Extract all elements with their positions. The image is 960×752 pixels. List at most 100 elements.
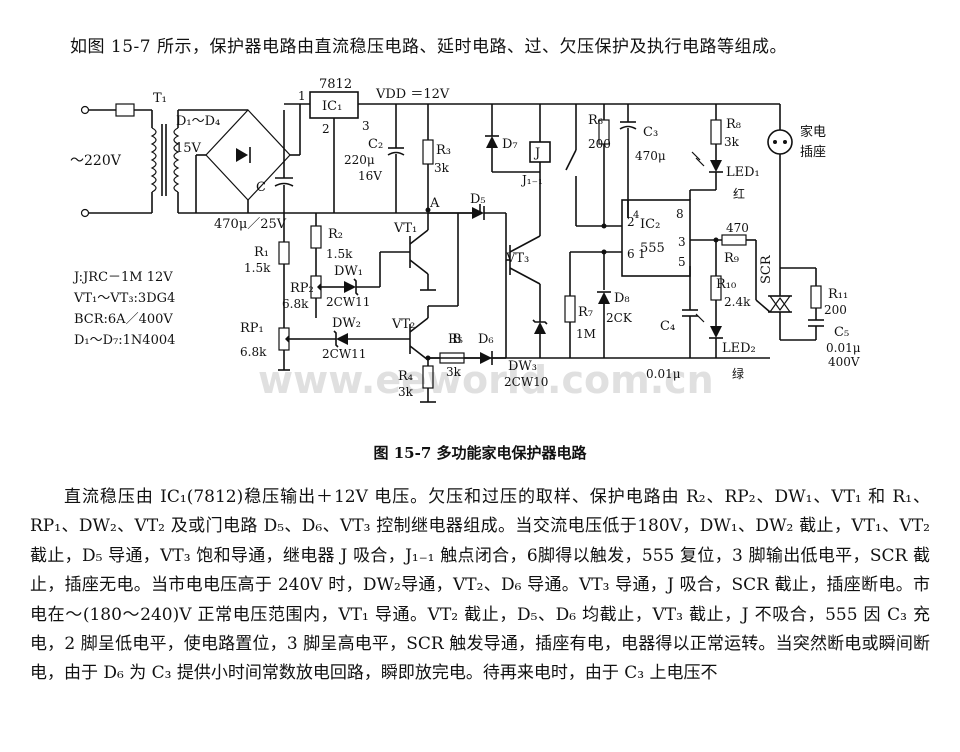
mains-input: ～220V [70,103,152,218]
c3-label: C₃ [643,125,658,140]
bridge-rectifier: D₁～D₄ [176,109,300,213]
dw2-part: 2CW11 [322,347,366,361]
led-led2: LED₂ 绿 [695,313,756,381]
bridge-label: D₁～D₄ [176,114,220,129]
capacitor-c2: C₂ 220μ 16V [344,104,405,213]
dw3-part: 2CW10 [504,375,548,389]
timer-ic2-555: IC₂ 555 2 4 8 6 1 3 5 [621,199,691,277]
capacitor-c5: C₅ 0.01μ 400V [808,319,861,369]
transformer-label: T₁ [153,91,167,106]
led1-color: 红 [733,186,745,201]
vdd-label: VDD ＝12V [375,87,450,102]
c5-label: C₅ [834,325,849,340]
potentiometer-rp2[interactable]: RP₂ 6.8k [282,275,328,318]
watermark: www.eeworld.com.cn [258,358,714,402]
socket-label-2: 插座 [800,145,826,160]
dw3-label: DW₃ [508,359,537,374]
ic2-part: 555 [640,241,665,256]
r7-value: 1M [576,327,596,341]
resistor-r7: R₇ 1M [564,252,596,358]
r3-label: R₃ [436,143,451,158]
transistor-vt1: VT₁ [393,213,429,290]
c2-value2: 16V [358,169,382,183]
resistor-r3: R₃ 3k [422,104,451,210]
transistor-vt2: VT₂ [391,213,459,366]
led2-color: 绿 [732,366,744,381]
scr-triac: SCR [755,254,792,340]
secondary-voltage: 15V [175,141,202,156]
note-4: D₁～D₇:1N4004 [74,333,175,348]
resistor-r5: R₅ 3k [428,332,480,379]
transistor-vt3: VT₃ [505,235,541,285]
resistor-r9: 470 R₉ [690,221,757,300]
node-a: A [429,196,440,211]
r5-value: 3k [446,365,462,379]
mains-label: ～220V [70,153,122,169]
c4-value: 0.01μ [646,367,681,381]
transformer: T₁ 15V [150,91,202,213]
vt1-label: VT₁ [393,221,417,236]
note-2: VT₁～VT₃:3DG4 [73,291,175,306]
r9-value: 470 [726,221,749,235]
r8-value: 3k [724,135,740,149]
led-led1: LED₁ 红 [691,151,760,201]
d5-label: D₅ [470,192,486,207]
ic2-pin6: 6 [627,247,635,261]
relay-contact-j11 [565,104,577,226]
led1-label: LED₁ [726,165,760,180]
zener-dw3: DW₃ 2CW10 [504,284,548,389]
d6-label: D₆ [478,332,494,347]
c4-label: C₄ [660,319,675,334]
r3-value: 3k [434,161,450,175]
resistor-r8: R₈ 3k [710,104,741,160]
socket-icon: 家电 插座 [767,124,826,160]
ic2-pin1: 1 [638,247,646,261]
rp1-label: RP₁ [240,321,264,336]
regulator-ic1: IC₁ 7812 1 3 2 [298,77,370,213]
body-paragraph: 直流稳压由 IC₁(7812)稳压输出＋12V 电压。欠压和过压的取样、保护电路… [30,487,930,684]
diode-d7: D₇ [485,104,518,172]
body-text: 直流稳压由 IC₁(7812)稳压输出＋12V 电压。欠压和过压的取样、保护电路… [30,483,930,689]
capacitor-c3: C₃ 470μ [619,104,666,218]
ic1-label: IC₁ [322,99,342,114]
vt2-label: VT₂ [391,317,415,332]
ic2-pin5: 5 [678,255,686,269]
c2-label: C₂ [368,137,383,152]
r2-label: R₂ [328,227,343,242]
r8-label: R₈ [726,117,741,132]
ic2-pin8: 8 [676,207,684,221]
resistor-r4: R₄ 3k [398,365,436,403]
note-1: J:JRC－1M 12V [72,270,173,285]
diode-d8: D₈ 2CK [597,252,633,358]
circuit-schematic: www.eeworld.com.cn ～220V T₁ 15V D₁～D₄ [70,77,861,403]
rp2-label: RP₂ [290,281,314,296]
rp2-value: 6.8k [282,297,309,311]
node-b: B [452,332,462,347]
ic2-label: IC₂ [640,217,660,232]
r5-label: R₅ [448,332,463,347]
ic2-pin3: 3 [678,235,686,249]
diode-d5: D₅ [428,192,506,220]
diode-d6: D₆ [478,260,507,365]
r9-label: R₉ [724,251,739,266]
fuse [115,103,135,117]
r1-label: R₁ [254,245,269,260]
dw1-label: DW₁ [334,264,363,279]
ic1-part: 7812 [319,77,352,92]
ic1-pin2: 2 [322,122,330,136]
r4-label: R₄ [398,369,413,384]
c-value: 470μ／25V [214,217,287,232]
note-3: BCR:6A／400V [74,312,173,327]
resistor-r11: R₁₁ 200 [810,268,848,320]
r1-value: 1.5k [244,261,271,275]
zener-dw1: DW₁ 2CW11 [326,251,410,309]
resistor-r6: R₆ 200 [588,104,611,226]
relay-coil-j[interactable]: J [492,104,551,173]
potentiometer-rp1[interactable]: RP₁ 6.8k [240,321,300,370]
parts-notes: J:JRC－1M 12V VT₁～VT₃:3DG4 BCR:6A／400V D₁… [72,270,175,348]
r11-value: 200 [824,303,847,317]
r6-value: 200 [588,137,611,151]
c5-value2: 400V [828,355,860,369]
relay-label: J [533,146,540,161]
resistor-r2: R₂ 1.5k [310,225,353,276]
